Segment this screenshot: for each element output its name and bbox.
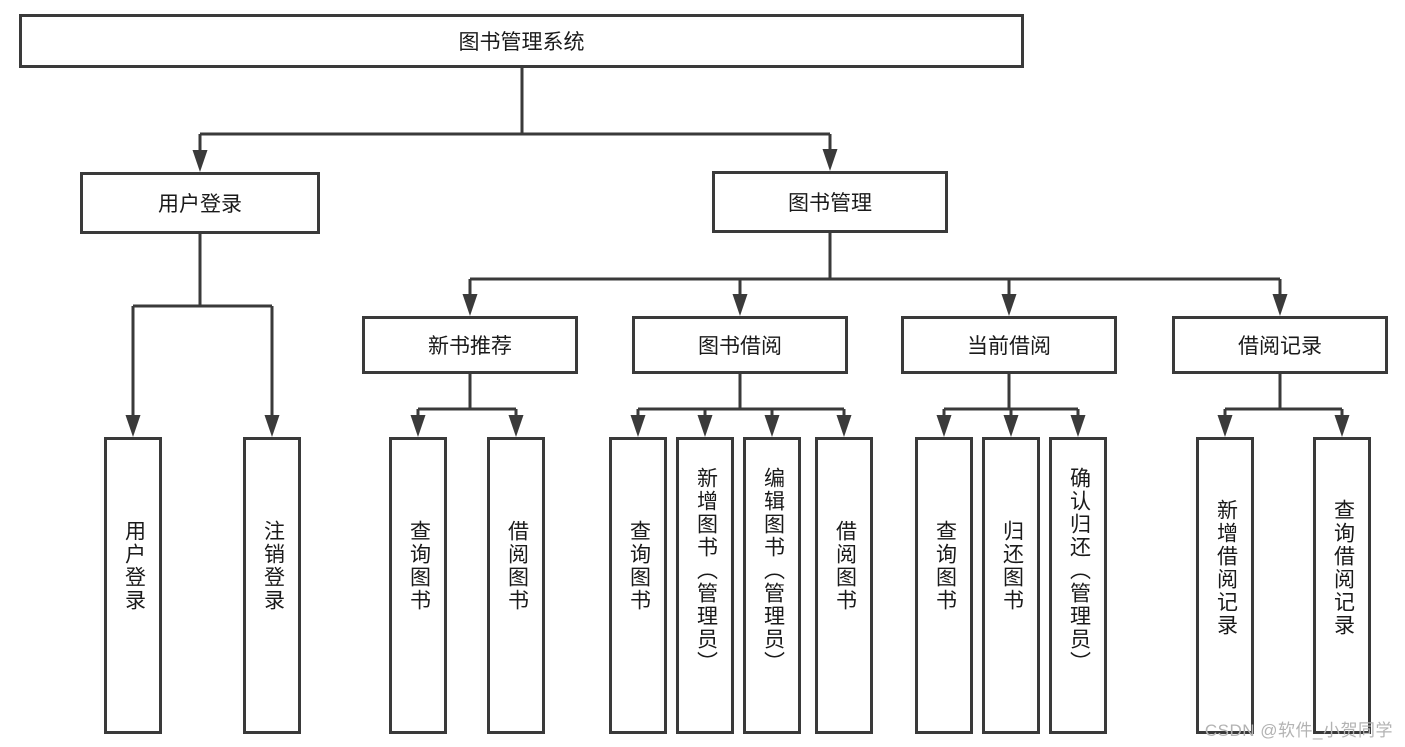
node-box-leaf-user-login[interactable]	[104, 437, 162, 734]
node-box-leaf-confirm-return[interactable]	[1049, 437, 1107, 734]
arrow-head-book-manage	[822, 149, 838, 171]
node-box-book-borrow[interactable]	[632, 316, 848, 374]
arrow-head-leaf-add-book	[697, 415, 713, 437]
node-box-leaf-borrow-book-2[interactable]	[815, 437, 873, 734]
node-box-book-manage[interactable]	[712, 171, 948, 233]
node-box-leaf-query-book-2[interactable]	[609, 437, 667, 734]
arrow-head-leaf-user-logout	[264, 415, 280, 437]
arrow-head-borrow-record	[1272, 294, 1288, 316]
arrow-head-book-borrow	[732, 294, 748, 316]
node-box-user-login[interactable]	[80, 172, 320, 234]
arrow-head-user-login	[192, 150, 208, 172]
watermark-text: CSDN @软件_小贺同学	[1204, 721, 1393, 740]
arrow-head-leaf-add-record	[1217, 415, 1233, 437]
arrow-head-new-book-recommend	[462, 294, 478, 316]
node-box-leaf-edit-book[interactable]	[743, 437, 801, 734]
node-box-leaf-query-book-1[interactable]	[389, 437, 447, 734]
node-box-current-borrow[interactable]	[901, 316, 1117, 374]
arrow-head-leaf-user-login	[125, 415, 141, 437]
arrow-head-leaf-query-book-3	[936, 415, 952, 437]
node-box-leaf-query-book-3[interactable]	[915, 437, 973, 734]
node-box-leaf-borrow-book-1[interactable]	[487, 437, 545, 734]
connector-layer	[125, 68, 1350, 437]
node-box-leaf-user-logout[interactable]	[243, 437, 301, 734]
arrow-head-leaf-borrow-book-2	[836, 415, 852, 437]
arrow-head-leaf-edit-book	[764, 415, 780, 437]
node-box-leaf-query-record[interactable]	[1313, 437, 1371, 734]
arrow-head-leaf-return-book	[1003, 415, 1019, 437]
node-box-leaf-return-book[interactable]	[982, 437, 1040, 734]
arrow-head-leaf-borrow-book-1	[508, 415, 524, 437]
arrow-head-leaf-query-book-2	[630, 415, 646, 437]
node-box-borrow-record[interactable]	[1172, 316, 1388, 374]
node-box-layer	[19, 14, 1388, 734]
arrow-head-leaf-query-record	[1334, 415, 1350, 437]
arrow-head-leaf-query-book-1	[410, 415, 426, 437]
node-box-leaf-add-record[interactable]	[1196, 437, 1254, 734]
node-box-leaf-add-book[interactable]	[676, 437, 734, 734]
node-box-new-book-recommend[interactable]	[362, 316, 578, 374]
arrow-head-leaf-confirm-return	[1070, 415, 1086, 437]
node-box-root[interactable]	[19, 14, 1024, 68]
arrow-head-current-borrow	[1001, 294, 1017, 316]
